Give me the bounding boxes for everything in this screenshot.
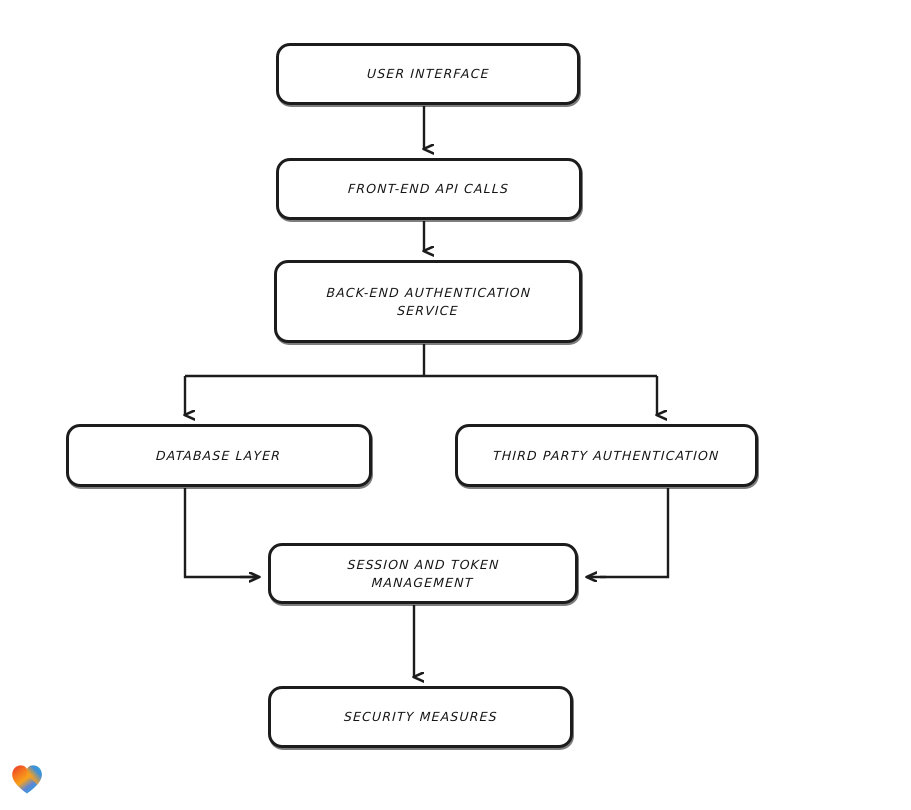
node-database-layer[interactable]: Database Layer xyxy=(66,424,372,487)
node-frontend-api-calls[interactable]: Front-End API Calls xyxy=(276,158,582,220)
node-frontend-api-calls-label: Front-End API Calls xyxy=(348,181,510,197)
node-user-interface[interactable]: User Interface xyxy=(276,43,580,105)
node-database-layer-label: Database Layer xyxy=(156,447,282,463)
edge-database-to-session-leg xyxy=(183,488,256,579)
node-backend-auth-label: Back-End Authentication Service xyxy=(325,284,532,318)
edge-thirdparty-to-session-leg xyxy=(600,488,670,579)
node-session-token[interactable]: Session and Token Management xyxy=(268,543,578,604)
node-backend-auth[interactable]: Back-End Authentication Service xyxy=(274,260,582,343)
node-session-token-label: Session and Token Management xyxy=(347,556,500,590)
node-security-measures[interactable]: Security Measures xyxy=(268,686,573,748)
node-third-party-auth[interactable]: Third Party Authentication xyxy=(455,424,758,487)
node-security-measures-label: Security Measures xyxy=(343,709,498,725)
node-third-party-auth-label: Third Party Authentication xyxy=(492,447,721,463)
heart-icon xyxy=(12,765,42,794)
node-user-interface-label: User Interface xyxy=(366,66,490,82)
